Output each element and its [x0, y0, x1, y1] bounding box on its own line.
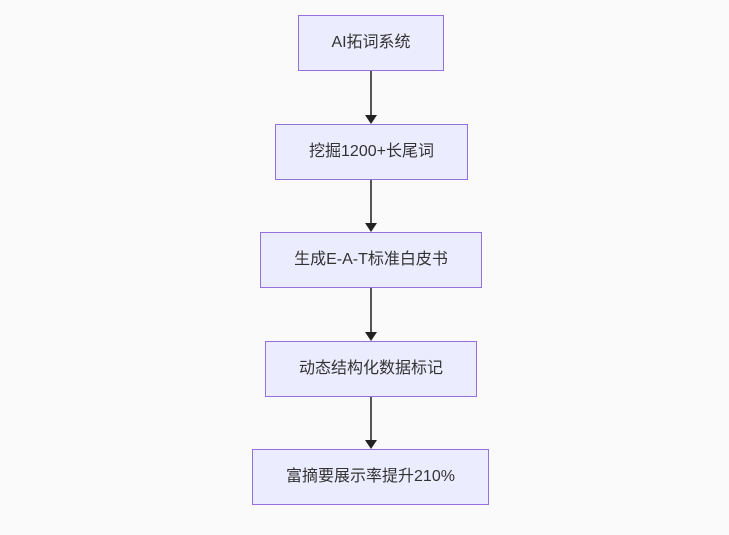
edge-line — [370, 288, 372, 332]
flow-node-ai-word-expansion-system: AI拓词系统 — [298, 15, 444, 71]
edge-line — [370, 180, 372, 223]
arrow-down-icon — [365, 223, 377, 232]
flow-edge-b-c — [364, 180, 378, 232]
flow-node-label: 生成E-A-T标准白皮书 — [294, 251, 448, 269]
edge-line — [370, 71, 372, 115]
edge-line — [370, 397, 372, 440]
flow-node-mine-longtail-keywords: 挖掘1200+长尾词 — [275, 124, 468, 180]
flow-node-dynamic-structured-data-markup: 动态结构化数据标记 — [265, 341, 477, 397]
flow-node-rich-snippet-rate-increase: 富摘要展示率提升210% — [252, 449, 489, 505]
flow-edge-c-d — [364, 288, 378, 341]
arrow-down-icon — [365, 440, 377, 449]
flow-node-generate-eat-whitepaper: 生成E-A-T标准白皮书 — [260, 232, 482, 288]
arrow-down-icon — [365, 115, 377, 124]
flow-node-label: 动态结构化数据标记 — [298, 360, 443, 378]
flow-edge-a-b — [364, 71, 378, 124]
arrow-down-icon — [365, 332, 377, 341]
flow-node-label: 挖掘1200+长尾词 — [309, 143, 434, 161]
flow-node-label: AI拓词系统 — [331, 34, 411, 52]
flow-node-label: 富摘要展示率提升210% — [286, 468, 455, 486]
flow-edge-d-e — [364, 397, 378, 449]
